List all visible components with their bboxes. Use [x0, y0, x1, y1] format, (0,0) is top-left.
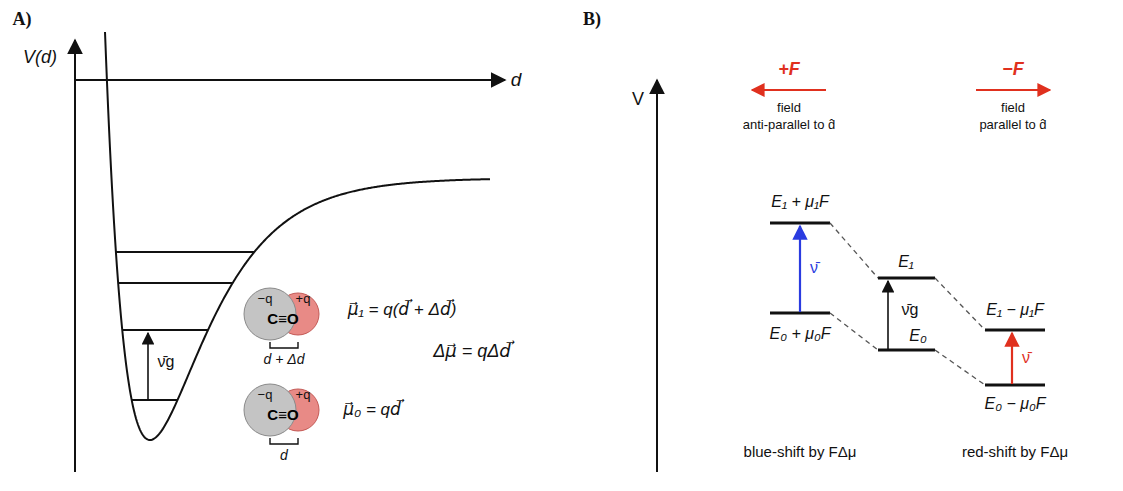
label: anti-parallel to d̂	[743, 118, 836, 132]
label: V	[632, 90, 644, 110]
correlation-lines	[830, 223, 985, 385]
label: blue-shift by FΔμ	[744, 444, 857, 461]
label: E₀	[909, 327, 926, 345]
bond-bracket	[270, 342, 298, 348]
label: +F	[778, 60, 800, 80]
y-axis	[74, 40, 76, 472]
x-axis	[75, 79, 505, 81]
energy-axis	[656, 80, 658, 472]
charge-label: −q	[258, 388, 273, 402]
label: d + Δd	[264, 352, 305, 367]
label: E₁ + μ₁F	[771, 193, 829, 211]
vibrational-levels	[116, 252, 254, 400]
label: ν̄	[810, 259, 818, 277]
label: E₁	[898, 253, 914, 271]
blue-transition	[799, 226, 801, 312]
label: E₁ − μ₁F	[986, 301, 1044, 319]
charge-label: −q	[258, 292, 273, 306]
red-transition	[1011, 333, 1013, 384]
field-arrow	[752, 89, 826, 91]
molecule-formula: C≡O	[267, 311, 298, 328]
field-arrow	[976, 89, 1050, 91]
label: ν̄	[1022, 349, 1030, 367]
label: field	[777, 101, 801, 115]
label: field	[1001, 101, 1025, 115]
label: A)	[13, 10, 32, 30]
label: d	[511, 70, 522, 91]
molecule-formula: C≡O	[267, 407, 298, 424]
charge-label: +q	[296, 292, 311, 306]
label: μ⃗₁ = q(d⃗ + Δd⃗)	[348, 301, 457, 320]
co-molecule: −qC≡O +q	[243, 382, 323, 438]
transition-arrow	[147, 333, 149, 399]
label: Δμ⃗ = qΔd⃗	[433, 342, 511, 362]
potential-curve	[105, 32, 490, 440]
label: red-shift by FΔμ	[962, 444, 1068, 461]
label: E₀ − μ₀F	[985, 395, 1046, 413]
label: E₀ + μ₀F	[770, 325, 831, 343]
bond-bracket	[270, 438, 298, 444]
label: −F	[1002, 60, 1024, 80]
label: V(d)	[23, 48, 57, 68]
label: ν̄g	[902, 301, 919, 319]
label: ν̄g	[158, 353, 175, 371]
label: d	[280, 448, 288, 463]
label: parallel to d̂	[979, 118, 1046, 132]
energy-levels	[770, 223, 1045, 385]
label: B)	[583, 10, 601, 30]
transition-arrow	[887, 281, 889, 349]
label: μ⃗₀ = qd⃗	[343, 401, 401, 420]
charge-label: +q	[296, 388, 311, 402]
co-molecule: −qC≡O +q	[243, 286, 323, 342]
